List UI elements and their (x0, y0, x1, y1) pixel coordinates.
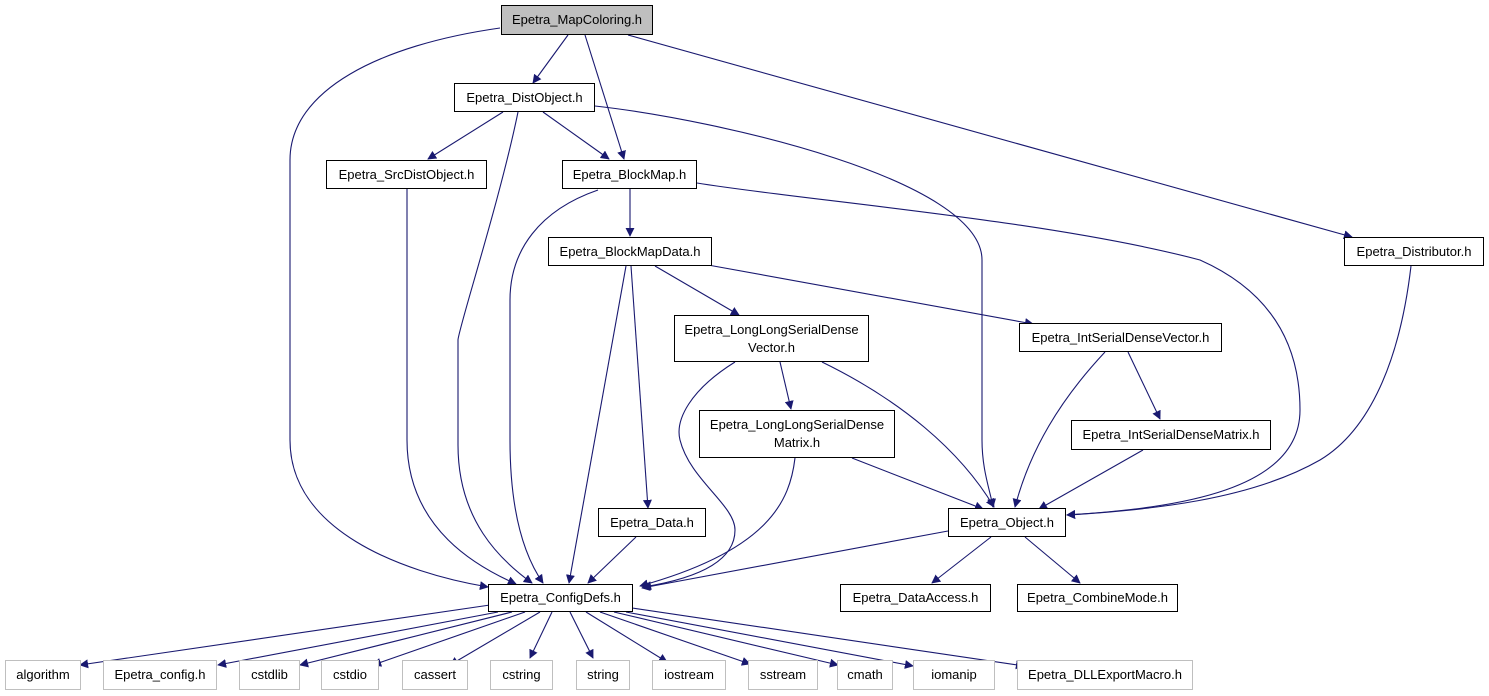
node-src-dist-object[interactable]: Epetra_SrcDistObject.h (326, 160, 487, 189)
node-block-map-data[interactable]: Epetra_BlockMapData.h (548, 237, 712, 266)
node-dll-export-macro: Epetra_DLLExportMacro.h (1017, 660, 1193, 690)
node-cstring: cstring (490, 660, 553, 690)
edge-data-to-configdefs (587, 536, 637, 584)
edge-configdefs-to-sstream (599, 611, 751, 666)
node-longlong-serial-dense-vector[interactable]: Epetra_LongLongSerialDense Vector.h (674, 315, 869, 362)
node-object[interactable]: Epetra_Object.h (948, 508, 1066, 537)
edge-intvector-to-object (1012, 351, 1106, 508)
edge-blockmapdata-to-configdefs (566, 265, 627, 584)
edge-blockmap-to-configdefs (509, 189, 599, 584)
edge-longlongvector-to-object (821, 361, 995, 508)
edge-distobject-to-configdefs (457, 111, 533, 584)
edge-configdefs-to-cassert (449, 611, 541, 666)
edge-mapcoloring-to-blockmap (584, 34, 626, 160)
edge-configdefs-to-dllexportmacro (631, 607, 1025, 670)
node-int-serial-dense-matrix[interactable]: Epetra_IntSerialDenseMatrix.h (1071, 420, 1271, 450)
node-dist-object[interactable]: Epetra_DistObject.h (454, 83, 595, 112)
edge-distributor-to-object (1066, 265, 1412, 520)
edge-distobject-to-object (594, 105, 997, 508)
edge-mapcoloring-to-distributor (627, 34, 1353, 240)
edge-object-to-dataaccess (931, 536, 992, 584)
edge-distobject-to-blockmap (542, 111, 610, 160)
edge-configdefs-to-cmath (613, 611, 839, 668)
node-cmath: cmath (837, 660, 893, 690)
edge-longlongvector-to-longlongmatrix (779, 361, 794, 410)
node-cstdio: cstdio (321, 660, 379, 690)
edge-distobject-to-srcdistobject (427, 111, 504, 160)
node-map-coloring: Epetra_MapColoring.h (501, 5, 653, 35)
node-iomanip: iomanip (913, 660, 995, 690)
edge-mapcoloring-to-configdefs (289, 27, 501, 591)
edge-configdefs-to-string (569, 611, 594, 659)
node-sstream: sstream (748, 660, 818, 690)
node-distributor[interactable]: Epetra_Distributor.h (1344, 237, 1484, 266)
node-iostream: iostream (652, 660, 726, 690)
node-data-access[interactable]: Epetra_DataAccess.h (840, 584, 991, 612)
edge-blockmapdata-to-longlongvector (654, 265, 740, 316)
node-combine-mode[interactable]: Epetra_CombineMode.h (1017, 584, 1178, 612)
edge-configdefs-to-algorithm (79, 604, 491, 669)
edge-longlongmatrix-to-configdefs (639, 457, 796, 589)
edge-blockmap-to-object (696, 182, 1301, 519)
node-string: string (576, 660, 630, 690)
edge-object-to-combinemode (1024, 536, 1081, 584)
node-longlong-serial-dense-matrix[interactable]: Epetra_LongLongSerialDense Matrix.h (699, 410, 895, 458)
edge-configdefs-to-epetraconfig (217, 611, 499, 668)
edge-configdefs-to-cstring (529, 611, 553, 659)
edge-longlongvector-to-configdefs (642, 361, 736, 591)
node-int-serial-dense-vector[interactable]: Epetra_IntSerialDenseVector.h (1019, 323, 1222, 352)
edge-intvector-to-intmatrix (1127, 351, 1161, 420)
edge-configdefs-to-iostream (585, 611, 668, 663)
edge-mapcoloring-to-distobject (532, 34, 569, 84)
edge-srcdistobject-to-configdefs (406, 189, 517, 585)
edge-configdefs-to-iomanip (625, 611, 914, 669)
edge-configdefs-to-cstdlib (299, 611, 513, 668)
node-block-map[interactable]: Epetra_BlockMap.h (562, 160, 697, 189)
edge-blockmapdata-to-data (630, 265, 652, 509)
edge-longlongmatrix-to-object (851, 457, 984, 511)
node-algorithm: algorithm (5, 660, 81, 690)
edge-object-to-configdefs (641, 530, 949, 591)
node-config-defs[interactable]: Epetra_ConfigDefs.h (488, 584, 633, 612)
node-cassert: cassert (402, 660, 468, 690)
node-epetra-config: Epetra_config.h (103, 660, 217, 690)
edge-blockmapdata-to-intvector (707, 264, 1034, 327)
edge-configdefs-to-cstdio (372, 611, 526, 667)
node-cstdlib: cstdlib (239, 660, 300, 690)
edge-intmatrix-to-object (1038, 449, 1144, 510)
node-data[interactable]: Epetra_Data.h (598, 508, 706, 537)
